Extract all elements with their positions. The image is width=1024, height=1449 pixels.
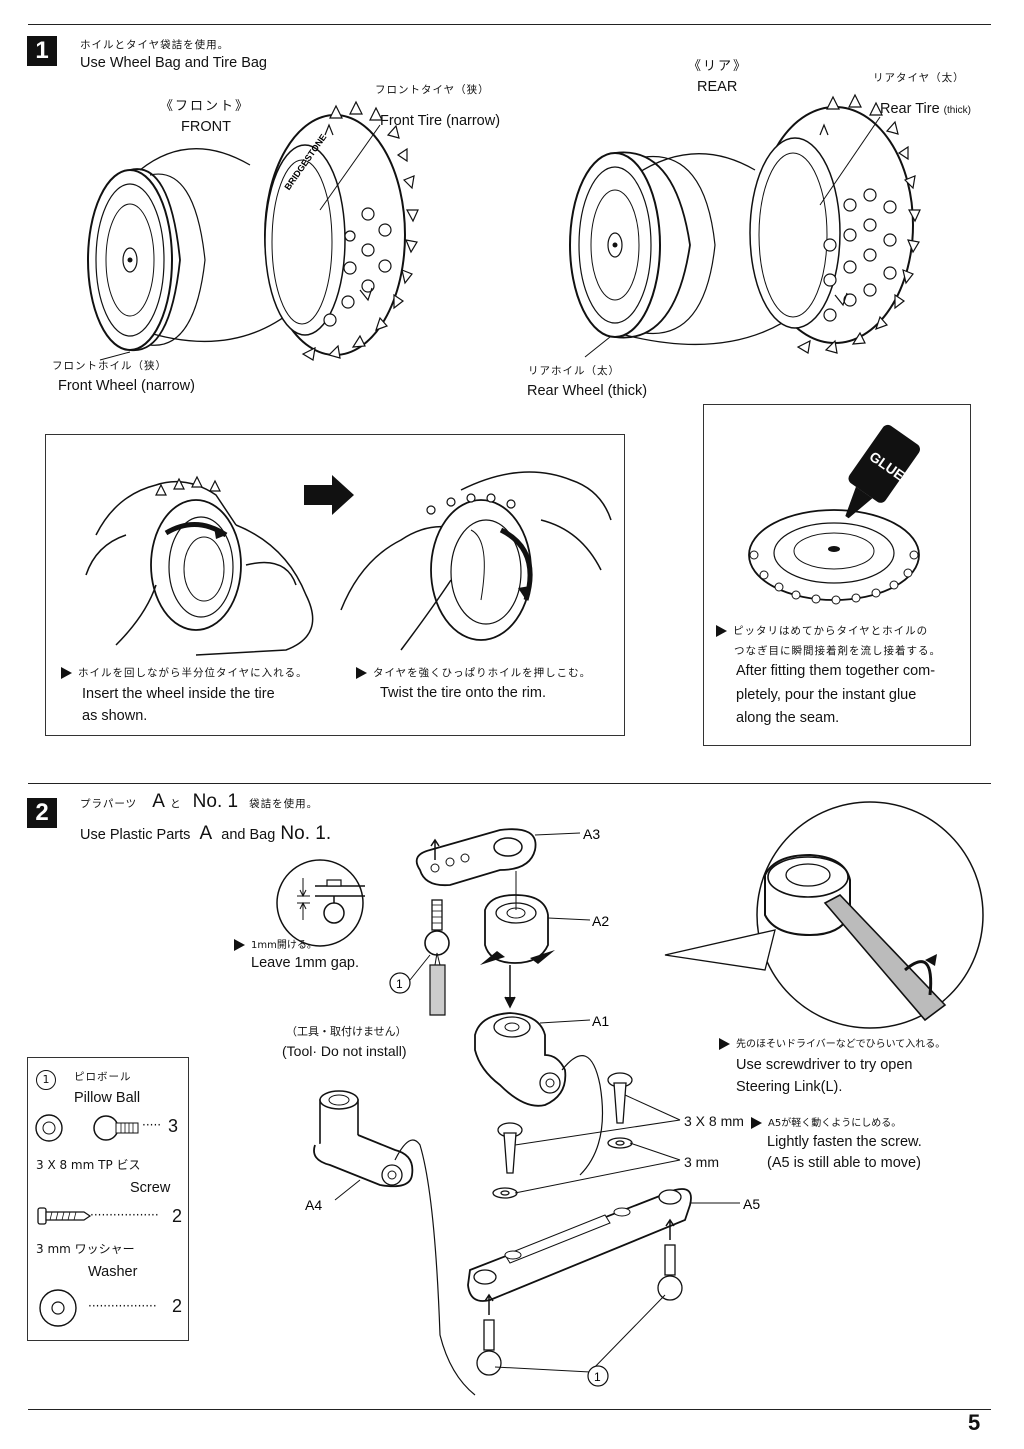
twist-instruction-en: Twist the tire onto the rim. (380, 685, 547, 701)
washer-size-label: 3 mm (684, 1154, 719, 1170)
rear-label-en: REAR (697, 79, 738, 95)
steering-assembly-illustration: A3 1 A2 A1 A4 A5 (305, 826, 760, 1396)
washer-icon (39, 1289, 77, 1327)
part-a3-label: A3 (583, 826, 600, 842)
screwdriver-instruction-en-2: Steering Link(L). (736, 1079, 843, 1095)
gap-instruction-jp: 1mm開ける。 (234, 936, 317, 951)
glue-instruction-jp-2: つなぎ目に瞬間接着剤を流し接着する。 (734, 645, 941, 657)
part-a5-label: A5 (743, 1196, 760, 1212)
part-a4-label: A4 (305, 1197, 322, 1213)
insert-instruction-jp: ホイルを回しながら半分位タイヤに入れる。 (61, 665, 308, 680)
insert-instruction-en-2: as shown. (82, 708, 148, 724)
pillow-ball-callout: 1 (396, 977, 403, 991)
step-number-1: 1 (27, 36, 57, 66)
tool-note-en: (Tool· Do not install) (282, 1043, 407, 1059)
rear-label-jp: 《リア》 (688, 58, 749, 73)
screw-jp: 3 X 8 mm TP ビス (36, 1158, 141, 1172)
washer-qty: 2 (172, 1296, 183, 1316)
front-wheel-tire-illustration: BRIDGESTONE (87, 100, 419, 361)
bottom-rule (28, 1409, 991, 1410)
glue-instruction-jp-1: ピッタリはめてからタイヤとホイルの (716, 623, 928, 638)
step-number-2: 2 (27, 798, 57, 828)
rear-wheel-tire-illustration (569, 93, 921, 358)
rear-wheel-en: Rear Wheel (thick) (527, 383, 648, 399)
gap-instruction-en: Leave 1mm gap. (251, 955, 360, 971)
screwdriver-instruction-jp: 先のほそいドライバーなどでひらいて入れる。 (719, 1035, 945, 1050)
washer-jp: 3 mm ワッシャー (36, 1242, 135, 1256)
step2-rule (28, 783, 991, 784)
gap-detail-illustration (276, 859, 365, 947)
screw-dots: ·················· (90, 1208, 159, 1222)
screwdriver-detail-illustration (664, 801, 984, 1029)
pillow-ball-number: 1 (36, 1070, 56, 1090)
twist-tire-hands-illustration (340, 471, 612, 651)
rear-tire-en: Rear Tire (thick) (880, 101, 971, 117)
pillow-ball-jp: ピロボール (74, 1071, 132, 1083)
step1-instruction-en: Use Wheel Bag and Tire Bag (80, 55, 267, 71)
top-rule (28, 24, 991, 25)
glue-instruction-en-1: After fitting them together com- (736, 663, 936, 679)
pillow-ball-qty: 3 (168, 1116, 179, 1136)
part-a2-label: A2 (592, 913, 609, 929)
twist-instruction-jp: タイヤを強くひっぱりホイルを押しこむ。 (356, 665, 591, 680)
insert-instruction-en-1: Insert the wheel inside the tire (82, 686, 275, 702)
step1-instruction-jp: ホイルとタイヤ袋詰を使用。 (80, 39, 230, 51)
washer-dots: ·················· (88, 1299, 157, 1313)
bottom-pillow-callout: 1 (594, 1370, 601, 1384)
glue-tire-illustration: GLUE (748, 424, 920, 605)
screw-qty: 2 (172, 1206, 183, 1226)
screw-size-label: 3 X 8 mm (684, 1113, 744, 1129)
next-step-arrow (304, 475, 354, 515)
parts-list-box: 1 ピロボール Pillow Ball ····· 3 3 X 8 mm TP … (27, 1057, 189, 1341)
rear-wheel-jp: リアホイル（太） (528, 365, 620, 377)
glue-instruction-en-3: along the seam. (736, 710, 840, 726)
front-tire-jp: フロントタイヤ（狭） (375, 84, 490, 96)
front-wheel-jp: フロントホイル（狭） (52, 360, 167, 372)
fasten-instruction-en-1: Lightly fasten the screw. (767, 1134, 922, 1150)
screw-icon (37, 1207, 92, 1225)
front-label-jp: 《フロント》 (160, 98, 251, 113)
glue-instruction-en-2: pletely, pour the instant glue (736, 687, 917, 703)
pillow-ball-dots: ····· (142, 1118, 162, 1132)
step2-instruction-jp: プラパーツ A と No. 1 袋詰を使用。 (80, 791, 319, 812)
front-label-en: FRONT (181, 119, 231, 135)
fitting-instructions-box: ホイルを回しながら半分位タイヤに入れる。 Insert the wheel in… (45, 434, 625, 736)
screw-en: Screw (130, 1180, 171, 1196)
front-tire-en: Front Tire (narrow) (380, 113, 501, 129)
fasten-instruction-en-2: (A5 is still able to move) (767, 1155, 921, 1171)
washer-en: Washer (88, 1264, 138, 1280)
screwdriver-instruction-en-1: Use screwdriver to try open (736, 1057, 913, 1073)
pillow-ball-en: Pillow Ball (74, 1090, 141, 1106)
glue-instructions-box: GLUE ピッタリはめてからタイヤとホイルの つなぎ目に瞬間接着剤を流し接着する… (703, 404, 971, 746)
insert-wheel-hands-illustration (85, 475, 314, 656)
tool-note-jp: （工具・取付けません） (286, 1025, 407, 1038)
step2-instruction-en: Use Plastic Parts A and Bag No. 1. (80, 823, 332, 844)
rear-tire-jp: リアタイヤ（太） (873, 72, 965, 84)
pillow-ball-icon (35, 1114, 139, 1142)
fasten-instruction-jp: A5が軽く動くようにしめる。 (751, 1114, 901, 1129)
front-wheel-en: Front Wheel (narrow) (58, 378, 195, 394)
page-number: 5 (968, 1410, 981, 1435)
part-a1-label: A1 (592, 1013, 609, 1029)
